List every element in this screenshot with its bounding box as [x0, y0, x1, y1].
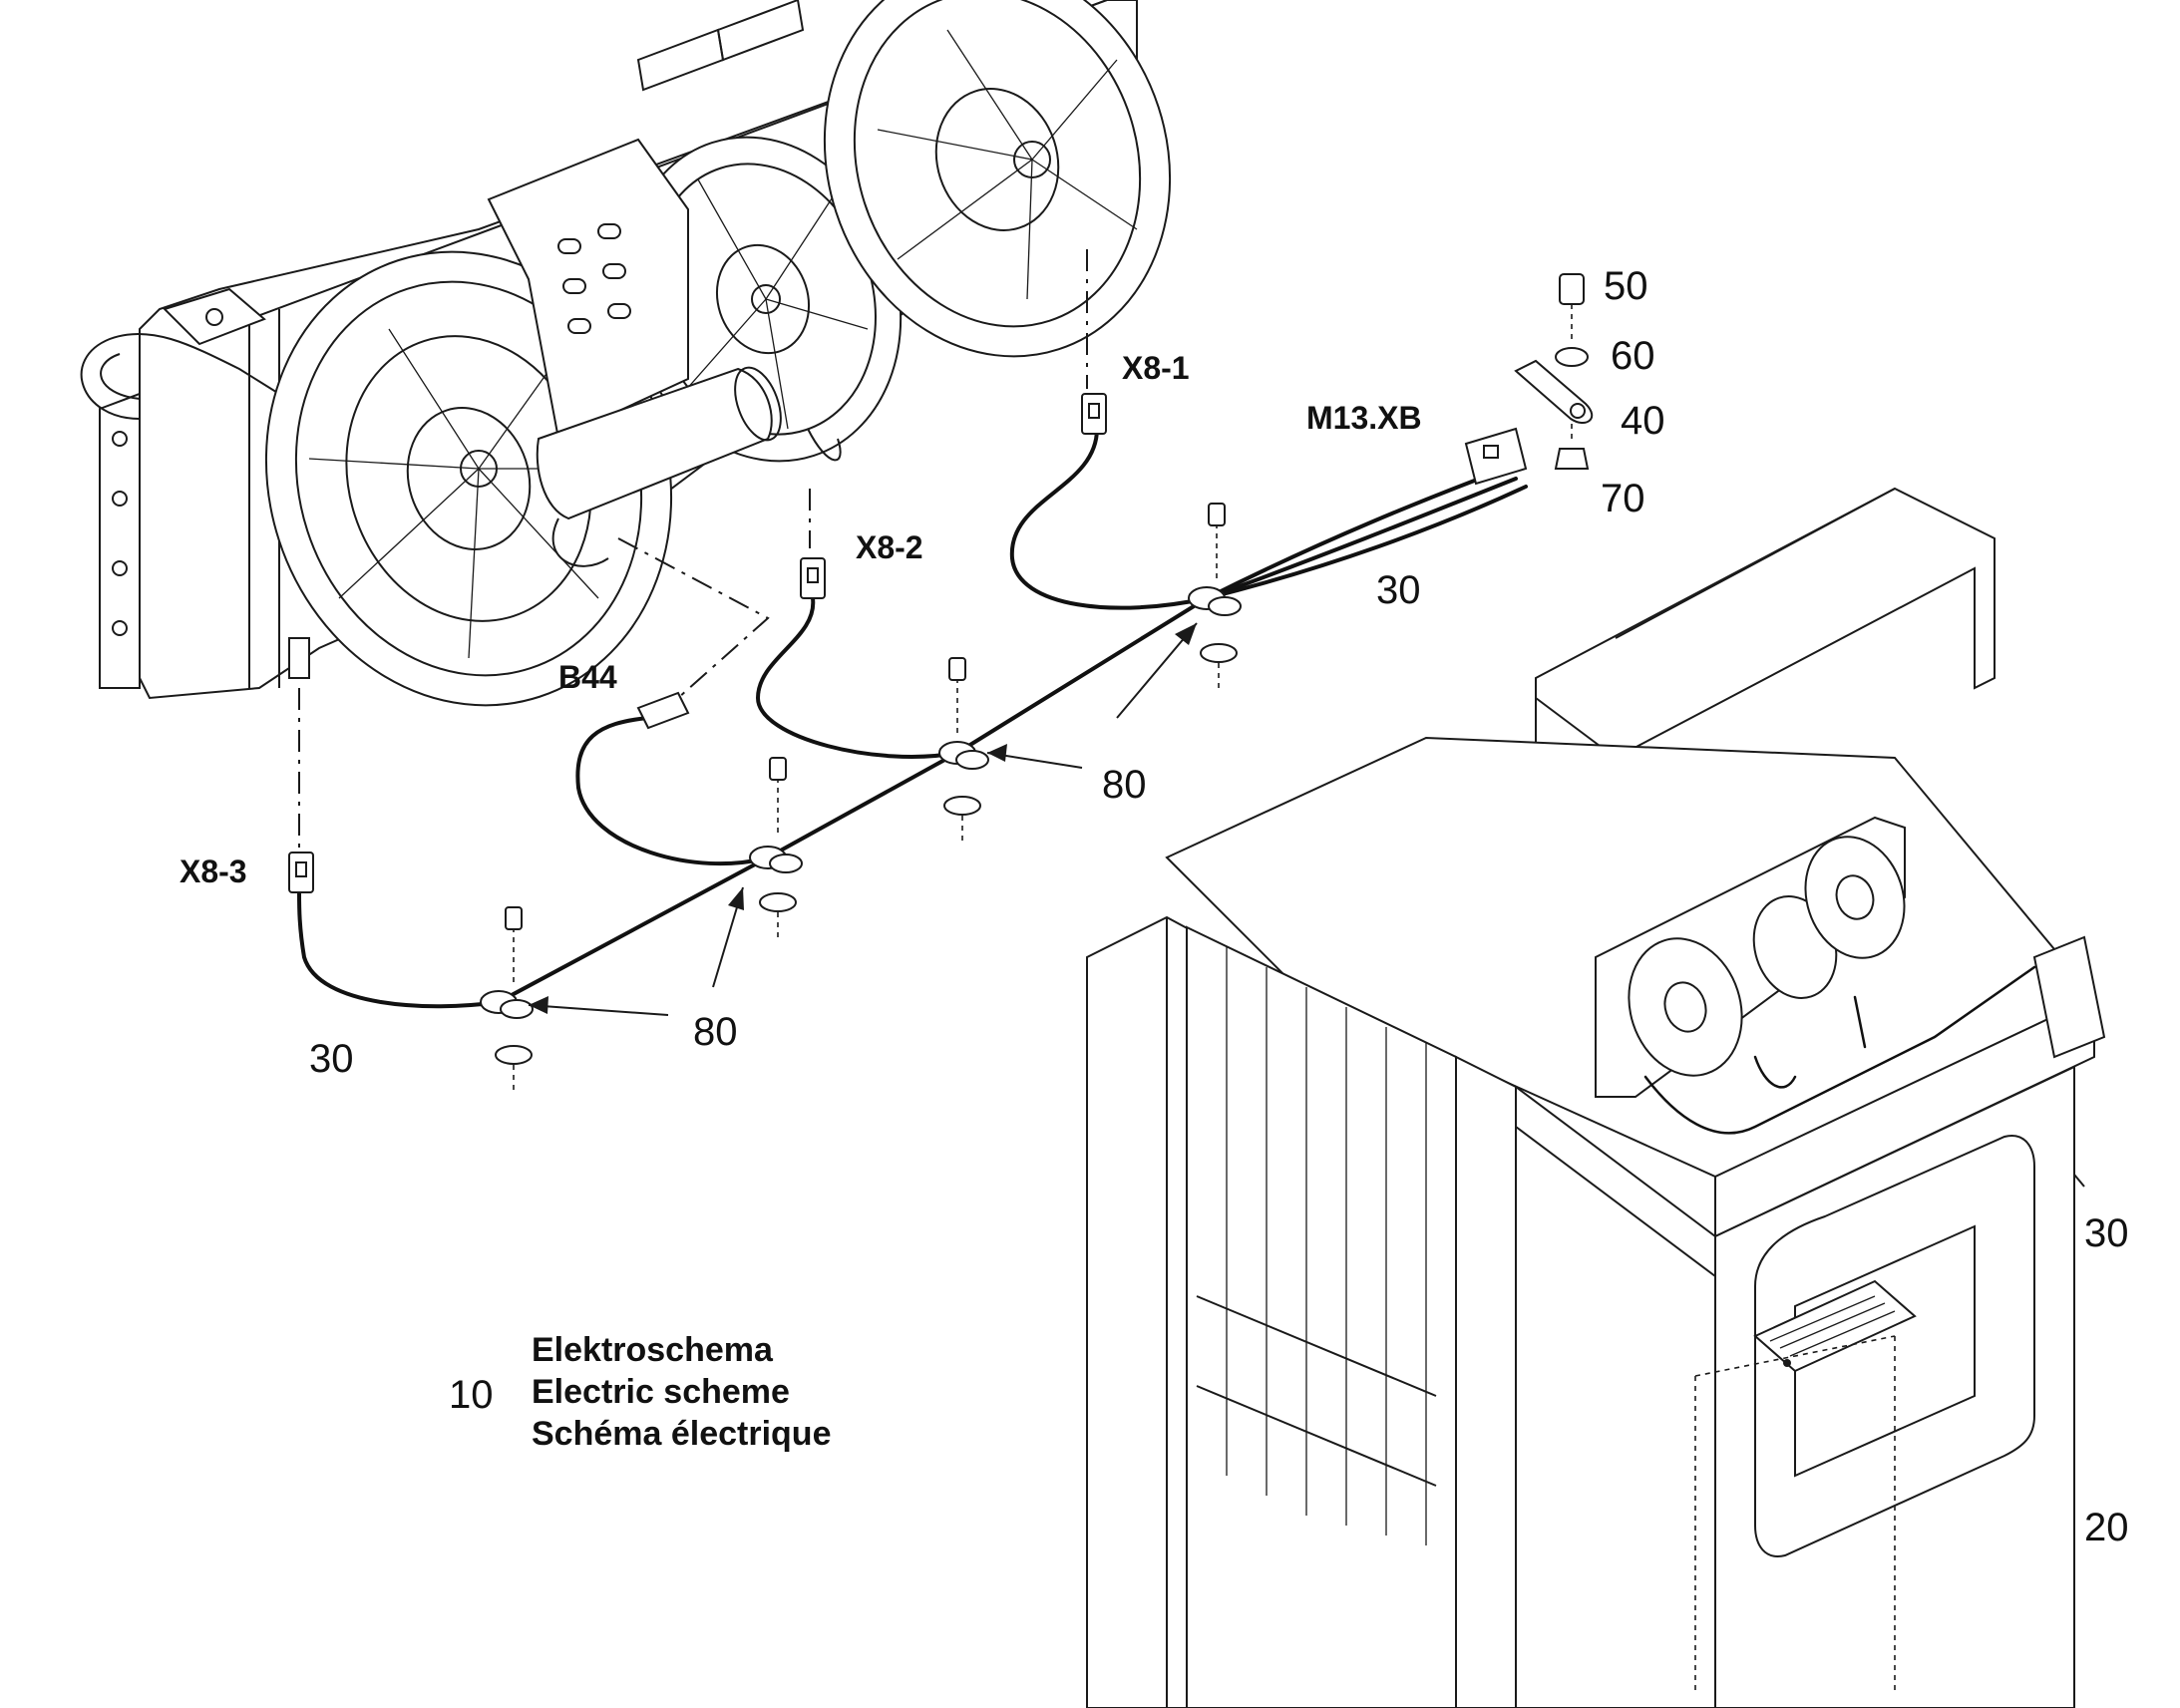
clamp-2: [938, 657, 989, 843]
legend-line-de: Elektroschema: [532, 1331, 774, 1369]
legend: 10 Elektroschema Electric scheme Schéma …: [449, 1331, 831, 1453]
legend-line-en: Electric scheme: [532, 1373, 790, 1411]
label-x8-3: X8-3: [180, 854, 247, 889]
leader-b44: [617, 537, 770, 699]
callout-50: 50: [1604, 264, 1648, 308]
connector-x8-2: [800, 557, 826, 599]
callout-60: 60: [1611, 334, 1655, 378]
callout-80-upper: 80: [1102, 763, 1147, 807]
callout-30-right: 30: [2084, 1211, 2129, 1255]
callout-30-harness: 30: [1376, 568, 1421, 612]
refrigeration-cabinet: [1086, 487, 2106, 1708]
callout-70: 70: [1601, 477, 1645, 520]
callout-80-lower: 80: [693, 1010, 738, 1054]
callout-numbers: 50 60 40 70 30 80 80 30 30 20: [309, 264, 2129, 1549]
callout-40: 40: [1621, 399, 1665, 443]
clamp-4: [480, 906, 534, 1095]
connector-m13xb: [1464, 427, 1528, 486]
connector-x8-3: [288, 852, 314, 893]
fan-right: [823, 0, 1172, 358]
label-m13xb: M13.XB: [1306, 400, 1422, 436]
ground-hardware-stack: [1514, 273, 1594, 470]
label-x8-2: X8-2: [856, 529, 923, 565]
connector-x8-1: [1081, 393, 1107, 435]
clamp-3: [749, 757, 803, 942]
fan-middle: [623, 136, 903, 463]
legend-number: 10: [449, 1373, 494, 1417]
mini-fan-unit: [1595, 816, 2106, 1135]
clamp-1: [1188, 503, 1242, 688]
control-board: [1753, 1279, 1917, 1373]
callout-30-left: 30: [309, 1037, 354, 1081]
legend-line-fr: Schéma électrique: [532, 1415, 831, 1453]
fan-condenser-unit: [80, 0, 1172, 707]
label-x8-1: X8-1: [1122, 350, 1190, 386]
connector-labels: X8-1 M13.XB X8-2 B44 X8-3: [180, 350, 1422, 889]
connector-b44: [636, 691, 690, 730]
label-b44: B44: [558, 659, 617, 695]
callout-20: 20: [2084, 1506, 2129, 1549]
